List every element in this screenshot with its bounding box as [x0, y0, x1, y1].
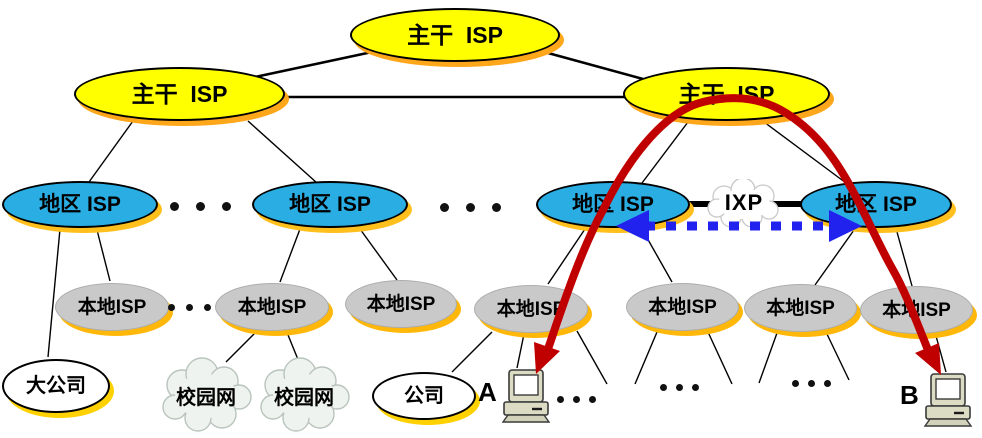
link-backboneR-regional4	[763, 121, 847, 184]
traffic-arrow-head-b	[915, 343, 941, 375]
backbone-isp-top: 主干 ISP	[350, 8, 560, 62]
host-a-label: A	[478, 377, 497, 407]
link-local6-right	[825, 331, 850, 381]
campus-network-1-label: 校园网	[176, 386, 236, 409]
backbone-isp-left-label: 主干 ISP	[131, 80, 228, 107]
cloud-shape	[260, 357, 350, 432]
ixp-cloud: IXP	[706, 179, 782, 227]
backbone-isp-top-label: 主干 ISP	[407, 21, 503, 48]
campus-network-1: 校园网	[158, 357, 254, 433]
company-label: 公司	[404, 385, 444, 407]
local-isp-5-label: 本地ISP	[648, 296, 717, 318]
traffic-path-curve	[544, 94, 932, 354]
local-isp-7-label: 本地ISP	[882, 299, 951, 321]
backbone-isp-left: 主干 ISP	[74, 67, 285, 121]
link-regional4-local7	[896, 231, 913, 287]
ellipsis-dots-hosts-1	[557, 396, 596, 403]
local-isp-1-label: 本地ISP	[77, 296, 147, 318]
ixp-label: IXP	[724, 190, 764, 215]
computer-icon	[923, 373, 973, 427]
local-isp-4-label: 本地ISP	[496, 298, 566, 320]
link-regional2-local2	[279, 228, 301, 283]
link-local4-company	[451, 331, 493, 373]
company-node: 公司	[372, 372, 476, 420]
big-company-node: 大公司	[2, 359, 110, 413]
backbone-links	[254, 50, 644, 99]
ellipsis-dots-local	[168, 304, 211, 311]
link-backboneL-regional1	[88, 120, 134, 183]
link-local6-left	[758, 332, 778, 384]
ellipsis-dots-regional-left	[170, 202, 231, 211]
link-top-left-backbone	[254, 50, 373, 79]
ellipsis-dots-hosts-2	[660, 384, 699, 391]
big-company-label: 大公司	[26, 375, 86, 397]
local-isp-6: 本地ISP	[744, 284, 857, 332]
link-top-right-backbone	[547, 51, 644, 81]
campus-network-2: 校园网	[256, 357, 352, 433]
campus-network-2-label: 校园网	[274, 386, 334, 409]
link-backboneL-regional2	[247, 120, 318, 184]
link-backboneR-regional3	[641, 121, 689, 184]
link-local4-hostA	[516, 333, 525, 369]
link-local2-campus1	[225, 329, 259, 363]
regional-isp-2: 地区 ISP	[252, 181, 408, 228]
link-local5-left	[634, 331, 658, 385]
link-local2-campus2	[285, 329, 300, 363]
local-isp-3-label: 本地ISP	[366, 293, 436, 315]
link-regional2-local3	[359, 228, 398, 281]
regional-isp-1: 地区 ISP	[2, 181, 158, 228]
traffic-path-arrow	[534, 94, 941, 375]
local-isp-2: 本地ISP	[215, 283, 329, 331]
local-isp-4: 本地ISP	[474, 285, 588, 333]
cloud-shape	[162, 357, 252, 432]
link-regional3-local4	[547, 228, 586, 285]
link-local7-hostB	[935, 335, 947, 373]
local-isp-6-label: 本地ISP	[766, 297, 835, 319]
ellipsis-dots-regional-mid	[440, 203, 501, 212]
link-regional1-bigcompany	[47, 228, 61, 358]
regional-isp-2-label: 地区 ISP	[289, 193, 371, 216]
traffic-arrow-head-a	[534, 342, 560, 374]
local-isp-1: 本地ISP	[55, 283, 169, 331]
link-regional4-local6	[814, 229, 855, 286]
link-local4-right	[576, 330, 608, 385]
local-isp-5: 本地ISP	[626, 283, 739, 331]
host-b-computer-icon	[922, 372, 974, 437]
ixp-arrow-left-head	[616, 210, 649, 242]
local-isp-3: 本地ISP	[345, 280, 457, 328]
computer-icon	[501, 369, 551, 423]
ellipsis-dots-hosts-3	[792, 380, 831, 387]
link-regional1-local1	[96, 229, 111, 282]
regional-isp-4: 地区 ISP	[800, 181, 952, 228]
cloud-shape	[707, 179, 779, 227]
tier-links	[47, 120, 947, 385]
link-local5-right	[707, 331, 733, 385]
ixp-shortcut-arrow	[616, 210, 862, 242]
regional-isp-1-label: 地区 ISP	[39, 193, 121, 216]
host-b-label: B	[900, 380, 919, 410]
backbone-isp-right: 主干 ISP	[623, 67, 830, 121]
host-a-computer-icon	[500, 368, 552, 433]
ixp-arrow-right-head	[829, 210, 862, 242]
local-isp-2-label: 本地ISP	[237, 296, 307, 318]
